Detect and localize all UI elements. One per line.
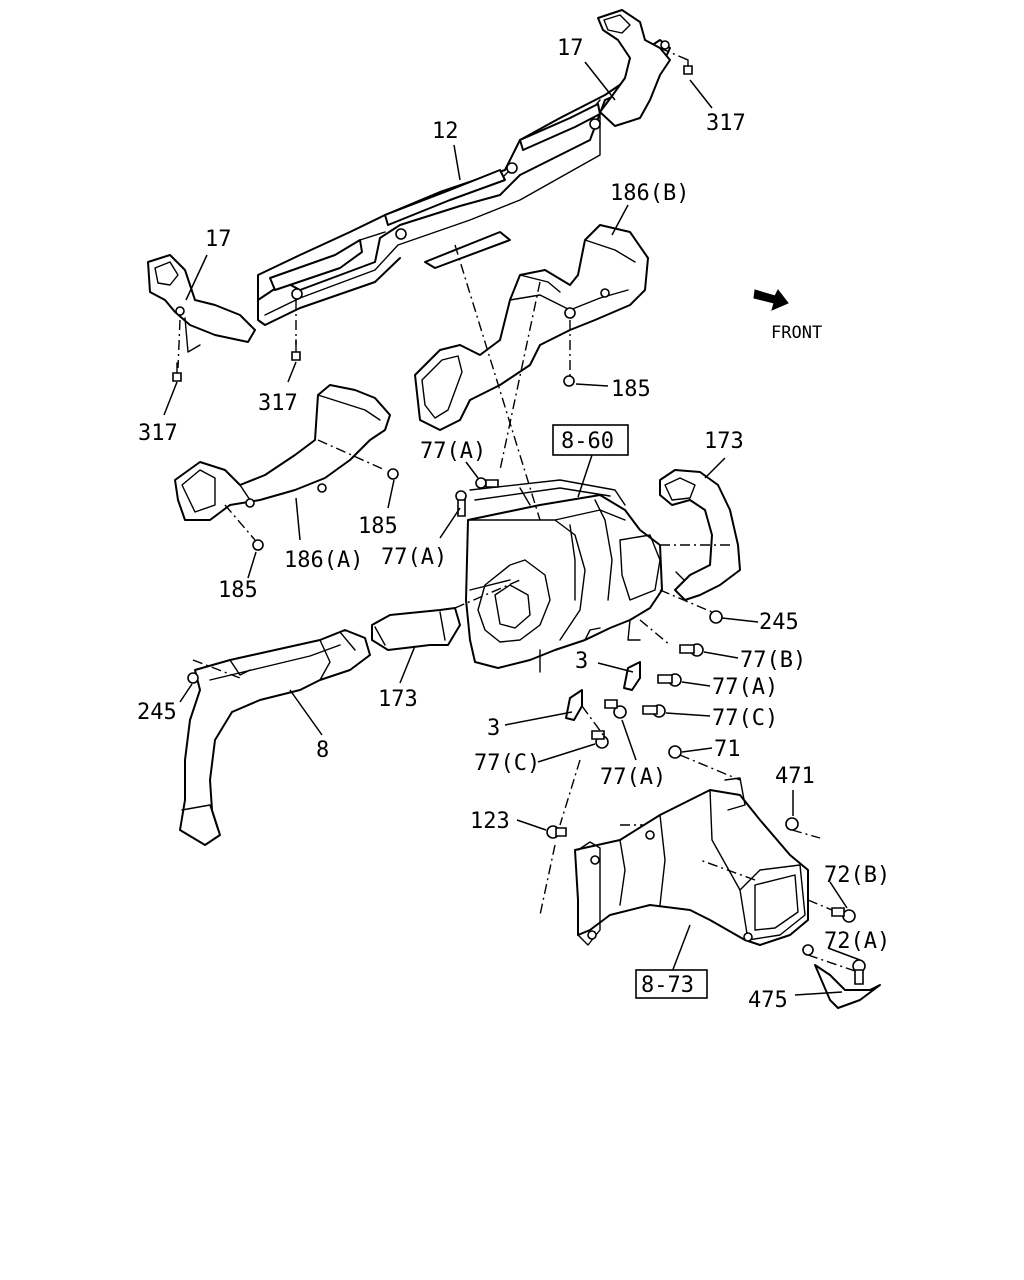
fastener-group (187, 375, 866, 985)
label-186a: 186(A) (284, 548, 363, 573)
duct-186b (414, 224, 649, 431)
duct-12-assembly (257, 39, 671, 326)
ref-box-8-60: 8-60 (552, 424, 629, 456)
part-labels: 17 317 12 186(B) 17 317 317 185 185 185 … (137, 36, 890, 1013)
ref-8-60-text: 8-60 (561, 429, 614, 454)
label-17-left: 17 (205, 227, 232, 252)
front-label: FRONT (771, 323, 822, 343)
label-245-right: 245 (759, 610, 799, 635)
label-71: 71 (714, 737, 741, 762)
label-185-mid: 185 (358, 514, 398, 539)
duct-8 (179, 629, 371, 846)
duct-17-left (147, 254, 256, 353)
label-173-top: 173 (704, 429, 744, 454)
label-185-bot: 185 (218, 578, 258, 603)
label-471: 471 (775, 764, 815, 789)
ref-8-73-text: 8-73 (641, 973, 694, 998)
label-3-upper: 3 (575, 649, 588, 674)
duct-8-73 (574, 777, 809, 946)
label-8: 8 (316, 738, 329, 763)
label-77b: 77(B) (740, 648, 806, 673)
leader-lines (163, 61, 861, 996)
label-77a-low: 77(A) (600, 765, 666, 790)
front-arrow-icon (753, 289, 789, 311)
duct-186a (174, 384, 391, 521)
label-77a-top: 77(A) (420, 439, 486, 464)
duct-17-right (597, 9, 671, 127)
ref-box-8-73: 8-73 (635, 969, 708, 999)
label-77c-left: 77(C) (474, 751, 540, 776)
label-77a-right: 77(A) (712, 675, 778, 700)
label-77c-right: 77(C) (712, 706, 778, 731)
label-72a: 72(A) (824, 929, 890, 954)
label-123: 123 (470, 809, 510, 834)
label-173-low: 173 (378, 687, 418, 712)
duct-173-right (659, 469, 741, 601)
label-317-left: 317 (138, 421, 178, 446)
label-17-top: 17 (557, 36, 584, 61)
bracket-475 (814, 964, 881, 1009)
bolt-317-group (172, 59, 693, 382)
label-77a-mid: 77(A) (381, 545, 447, 570)
label-475: 475 (748, 988, 788, 1013)
label-245-left: 245 (137, 700, 177, 725)
label-185-right: 185 (611, 377, 651, 402)
heater-unit (465, 479, 663, 673)
guide-lines (177, 47, 859, 973)
label-72b: 72(B) (824, 863, 890, 888)
label-3-lower: 3 (487, 716, 500, 741)
duct-173-lower (371, 607, 461, 651)
label-317-top: 317 (706, 111, 746, 136)
label-186b: 186(B) (610, 181, 689, 206)
label-317-mid: 317 (258, 391, 298, 416)
label-12: 12 (432, 119, 459, 144)
